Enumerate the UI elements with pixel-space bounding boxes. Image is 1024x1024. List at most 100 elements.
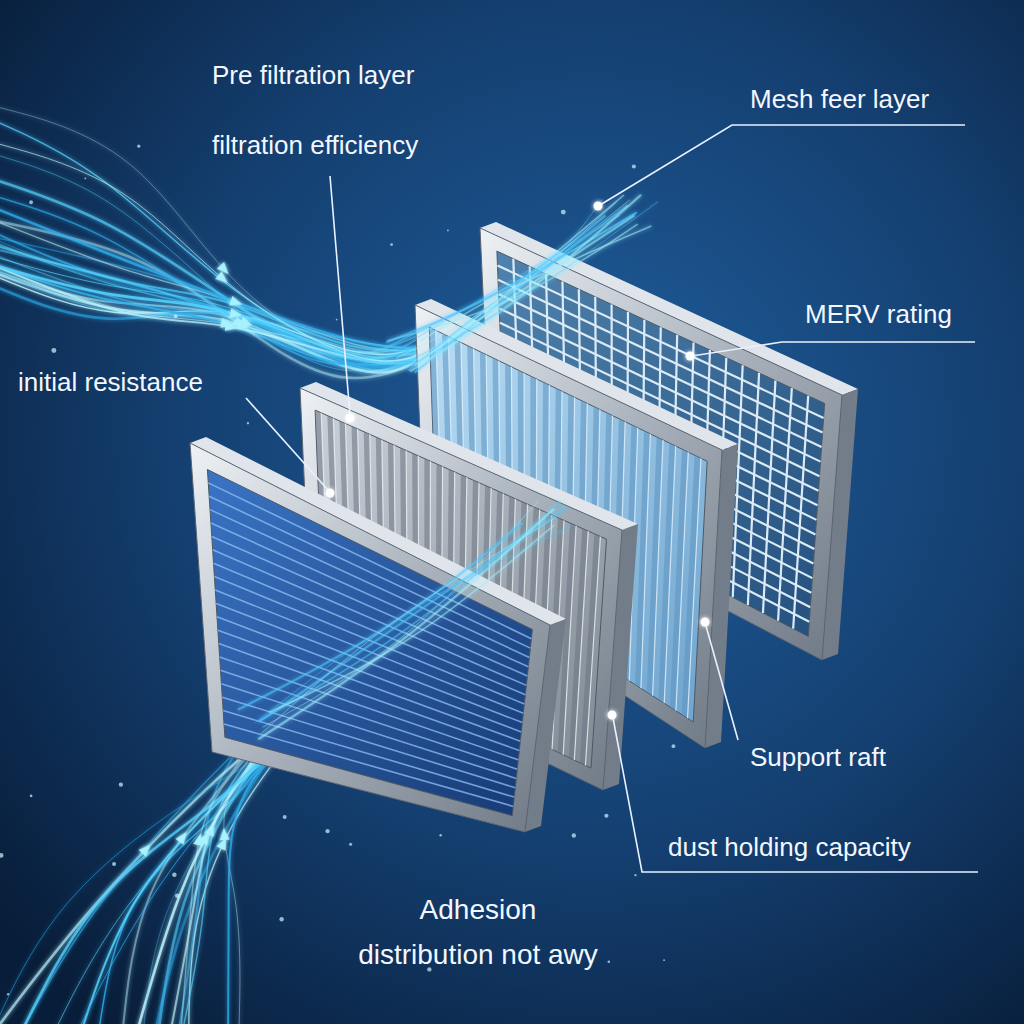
leader-lines xyxy=(246,125,978,872)
sparkle xyxy=(561,210,566,215)
flow-arrowhead xyxy=(204,822,218,837)
sparkle xyxy=(390,243,393,246)
leader-line xyxy=(246,398,328,490)
sparkle xyxy=(632,164,636,168)
flow-arrowhead xyxy=(193,832,205,846)
flow-arrowhead xyxy=(219,828,230,841)
airflow-streak xyxy=(405,202,658,370)
leader-dot xyxy=(701,618,710,627)
pleat-shade xyxy=(682,455,701,718)
airflow-streak xyxy=(418,215,635,362)
airflow-streaks xyxy=(0,105,681,1024)
flow-arrowhead xyxy=(139,841,155,857)
louver-line xyxy=(221,684,516,779)
airflow-streak xyxy=(238,523,523,710)
sparkle xyxy=(439,834,441,836)
callout-label: Support raft xyxy=(750,741,970,775)
sparkle xyxy=(0,853,3,858)
callout-label: Pre filtration layer filtration efficien… xyxy=(212,40,462,180)
airflow-streak xyxy=(0,153,448,371)
sparkle xyxy=(672,744,676,748)
sparkle xyxy=(29,200,33,204)
sparkle xyxy=(447,229,449,231)
louver-line xyxy=(223,711,514,798)
leader-dot xyxy=(608,711,617,720)
sparkle xyxy=(51,348,56,353)
airflow-streak xyxy=(0,141,423,361)
airflow-streak xyxy=(420,226,652,342)
sparkle xyxy=(174,314,178,318)
louver-line xyxy=(224,724,513,806)
flow-arrowhead xyxy=(175,829,190,845)
airflow-streak xyxy=(255,526,572,723)
leader-dot xyxy=(326,489,335,498)
airflow-streak xyxy=(386,215,605,342)
sparkle xyxy=(175,893,180,898)
pleat-line xyxy=(688,458,701,718)
callout-label: dust holding capacity xyxy=(668,831,998,865)
airflow-streak xyxy=(0,264,420,365)
airflow-streak xyxy=(413,199,603,358)
filter-panels xyxy=(190,222,858,832)
airflow-streak xyxy=(0,231,425,371)
callout-label: Mesh feer layer xyxy=(750,83,990,117)
sparkle xyxy=(112,862,116,866)
sparkle xyxy=(572,833,576,837)
filter-panel xyxy=(190,437,566,832)
panel-media xyxy=(207,470,532,816)
pleat-shade xyxy=(580,534,601,766)
airflow-streak xyxy=(0,248,426,355)
pleat-line xyxy=(585,537,600,766)
flow-arrowhead xyxy=(215,271,231,286)
sparkle xyxy=(279,917,283,921)
airflow-streak xyxy=(0,220,443,378)
leader-dot xyxy=(686,352,695,361)
airflow-streak xyxy=(0,178,445,359)
flow-arrowhead xyxy=(229,296,244,309)
leader-dot xyxy=(346,414,355,423)
sparkle xyxy=(137,145,140,148)
airflow-streak xyxy=(258,509,554,740)
airflow-streak xyxy=(261,517,557,734)
sparkle xyxy=(283,815,287,819)
sparkle xyxy=(663,959,665,961)
sparkle xyxy=(84,177,86,179)
airflow-streak xyxy=(0,195,456,365)
sparkle xyxy=(634,874,636,876)
sparkle xyxy=(7,993,9,995)
airflow-streak xyxy=(410,195,641,372)
sparkle xyxy=(604,814,608,818)
airflow-streak xyxy=(0,206,432,348)
sparkle xyxy=(119,783,123,787)
louver-line xyxy=(217,617,521,732)
callout-label: MERV rating xyxy=(805,298,1005,332)
callout-label: initial resistance xyxy=(18,366,258,400)
leader-line xyxy=(330,176,350,415)
sparkle xyxy=(349,843,352,846)
airflow-streak xyxy=(0,253,450,349)
sparkle xyxy=(30,795,33,798)
airflow-streak xyxy=(262,501,538,727)
leader-dot xyxy=(594,202,603,211)
louver-line xyxy=(210,510,529,658)
pleat-shade xyxy=(635,431,650,689)
leader-dots xyxy=(326,202,710,720)
airflow-streak xyxy=(269,525,554,712)
louver-line xyxy=(220,657,519,760)
sparkle xyxy=(247,422,249,424)
leader-line xyxy=(600,125,965,205)
flow-arrowhead xyxy=(225,321,239,333)
louver-line xyxy=(222,697,515,788)
airflow-streak xyxy=(403,215,620,346)
sparkle xyxy=(336,319,338,321)
airflow-streak xyxy=(0,219,440,351)
sparkle xyxy=(325,829,329,833)
flow-arrowhead xyxy=(232,317,248,332)
leader-line xyxy=(692,342,975,356)
callout-label: Adhesion distribution not awy xyxy=(353,888,603,978)
louver-line xyxy=(218,630,520,741)
